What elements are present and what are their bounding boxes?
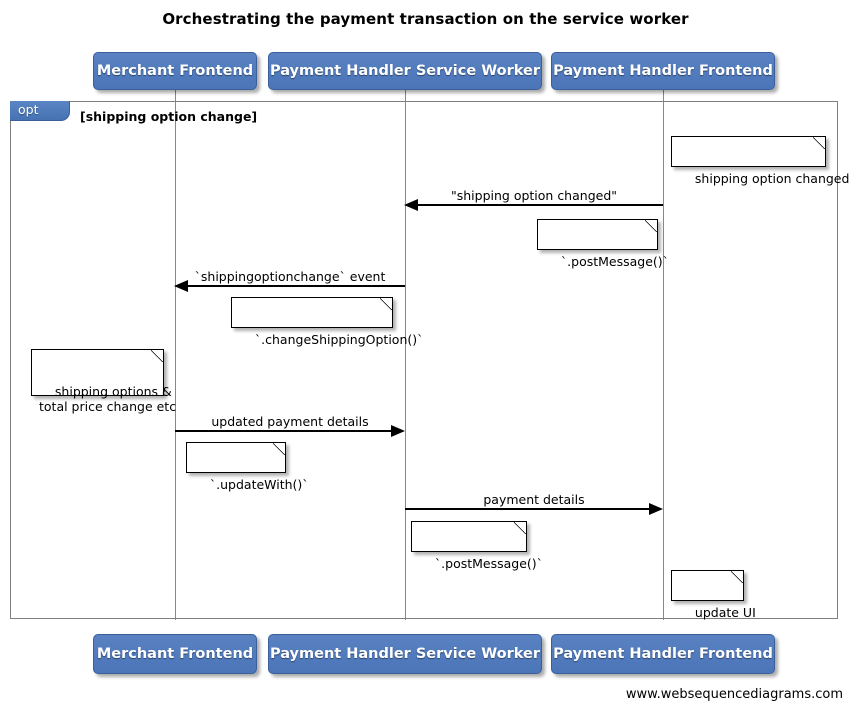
- message-label-shippingoptionchange-event: `shippingoptionchange` event: [194, 269, 386, 284]
- participant-payment-handler-service-worker-top[interactable]: Payment Handler Service Worker: [268, 52, 542, 90]
- lifeline-payment-handler-service-worker: [405, 89, 406, 620]
- participant-label: Payment Handler Service Worker: [269, 646, 541, 662]
- note-update-ui: update UI: [671, 570, 756, 620]
- participant-label: Merchant Frontend: [96, 646, 254, 662]
- participant-payment-handler-frontend-top[interactable]: Payment Handler Frontend: [551, 52, 775, 90]
- participant-label: Merchant Frontend: [96, 63, 254, 79]
- note-fold-icon: [731, 570, 744, 583]
- diagram-title: Orchestrating the payment transaction on…: [162, 10, 689, 28]
- note-fold-icon: [380, 297, 393, 310]
- note-fold-icon: [645, 219, 658, 232]
- note-update-with: `.updateWith()`: [186, 442, 309, 492]
- participant-label: Payment Handler Service Worker: [269, 63, 541, 79]
- note-text: shipping options & total price change et…: [39, 384, 177, 414]
- message-arrowhead-shipping-option-changed: [404, 199, 418, 211]
- note-text: update UI: [694, 605, 756, 620]
- message-arrowhead-updated-payment-details: [391, 425, 405, 437]
- note-shipping-option-changed: shipping option changed: [671, 136, 849, 186]
- fragment-opt: [10, 101, 838, 619]
- message-line-shipping-option-changed: [418, 204, 663, 206]
- note-post-message-2: `.postMessage()`: [411, 521, 543, 571]
- participant-label: Payment Handler Frontend: [553, 646, 773, 662]
- message-arrowhead-shippingoptionchange-event: [174, 280, 188, 292]
- note-text: `.changeShippingOption()`: [254, 332, 424, 347]
- note-shipping-options-total-price: shipping options & total price change et…: [31, 349, 176, 414]
- message-line-updated-payment-details: [175, 430, 392, 432]
- message-line-shippingoptionchange-event: [188, 285, 405, 287]
- note-fold-icon: [273, 442, 286, 455]
- note-change-shipping-option: `.changeShippingOption()`: [231, 297, 423, 347]
- fragment-opt-tab: opt: [10, 101, 70, 121]
- note-text: `.postMessage()`: [560, 254, 669, 269]
- note-fold-icon: [514, 521, 527, 534]
- lifeline-payment-handler-frontend: [663, 89, 664, 620]
- tool-credit-label: www.websequencediagrams.com: [625, 687, 843, 702]
- note-text: `.updateWith()`: [209, 477, 309, 492]
- note-text: shipping option changed: [694, 171, 850, 186]
- note-fold-icon: [151, 349, 164, 362]
- participant-payment-handler-service-worker-bottom[interactable]: Payment Handler Service Worker: [268, 634, 542, 674]
- participant-merchant-frontend-bottom[interactable]: Merchant Frontend: [93, 634, 257, 674]
- participant-label: Payment Handler Frontend: [553, 63, 773, 79]
- message-label-payment-details: payment details: [483, 492, 585, 507]
- message-label-updated-payment-details: updated payment details: [211, 414, 369, 429]
- message-label-shipping-option-changed: "shipping option changed": [450, 188, 617, 203]
- note-text: `.postMessage()`: [434, 556, 543, 571]
- message-line-payment-details: [405, 508, 650, 510]
- participant-payment-handler-frontend-bottom[interactable]: Payment Handler Frontend: [551, 634, 775, 674]
- fragment-opt-label: opt: [18, 102, 39, 117]
- note-post-message-1: `.postMessage()`: [537, 219, 669, 269]
- lifeline-merchant-frontend: [175, 89, 176, 620]
- message-arrowhead-payment-details: [649, 503, 663, 515]
- participant-merchant-frontend-top[interactable]: Merchant Frontend: [93, 52, 257, 90]
- fragment-opt-guard: [shipping option change]: [80, 109, 258, 124]
- note-fold-icon: [813, 136, 826, 149]
